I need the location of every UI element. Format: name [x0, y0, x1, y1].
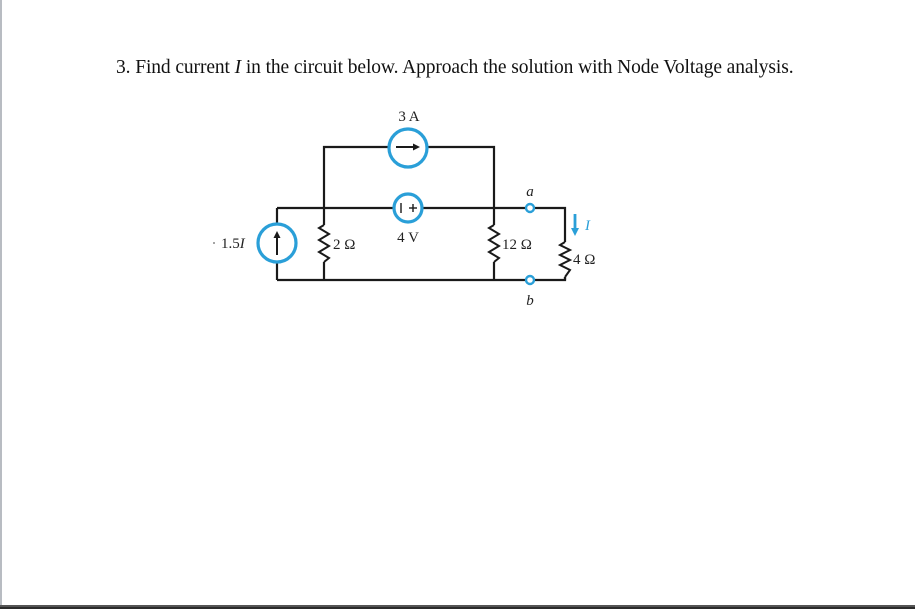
stray-dot [213, 242, 215, 244]
problem-variable: I [234, 57, 242, 78]
current-source-3a [387, 127, 429, 169]
label-node-b: b [526, 293, 534, 309]
label-current-i: I [584, 218, 591, 234]
problem-text-before: Find current [130, 57, 235, 78]
resistor-4-ohm [557, 241, 573, 278]
page-left-border [0, 0, 2, 607]
label-2-ohm: 2 Ω [333, 237, 355, 253]
resistor-12-ohm [487, 224, 501, 263]
current-arrow-icon [571, 214, 579, 236]
voltage-source-4v [392, 192, 424, 224]
page-bottom-edge [0, 607, 915, 609]
resistor-2-ohm [317, 224, 331, 263]
node-b-terminal [524, 274, 536, 286]
arrow-right-icon [413, 143, 420, 151]
label-3a: 3 A [398, 109, 419, 125]
label-4v: 4 V [397, 230, 419, 246]
arrow-up-icon [273, 231, 281, 238]
label-node-a: a [526, 184, 534, 200]
label-dependent-source: 1.5I [221, 236, 246, 252]
problem-number: 3. [116, 57, 131, 78]
page-bottom-border [0, 605, 915, 607]
node-a-terminal [524, 202, 536, 214]
label-4-ohm: 4 Ω [573, 252, 595, 268]
dependent-current-source [256, 222, 298, 264]
problem-text-after: in the circuit below. Approach the solut… [241, 57, 794, 78]
problem-statement: 3. Find current I in the circuit below. … [116, 57, 794, 79]
label-12-ohm: 12 Ω [502, 237, 532, 253]
